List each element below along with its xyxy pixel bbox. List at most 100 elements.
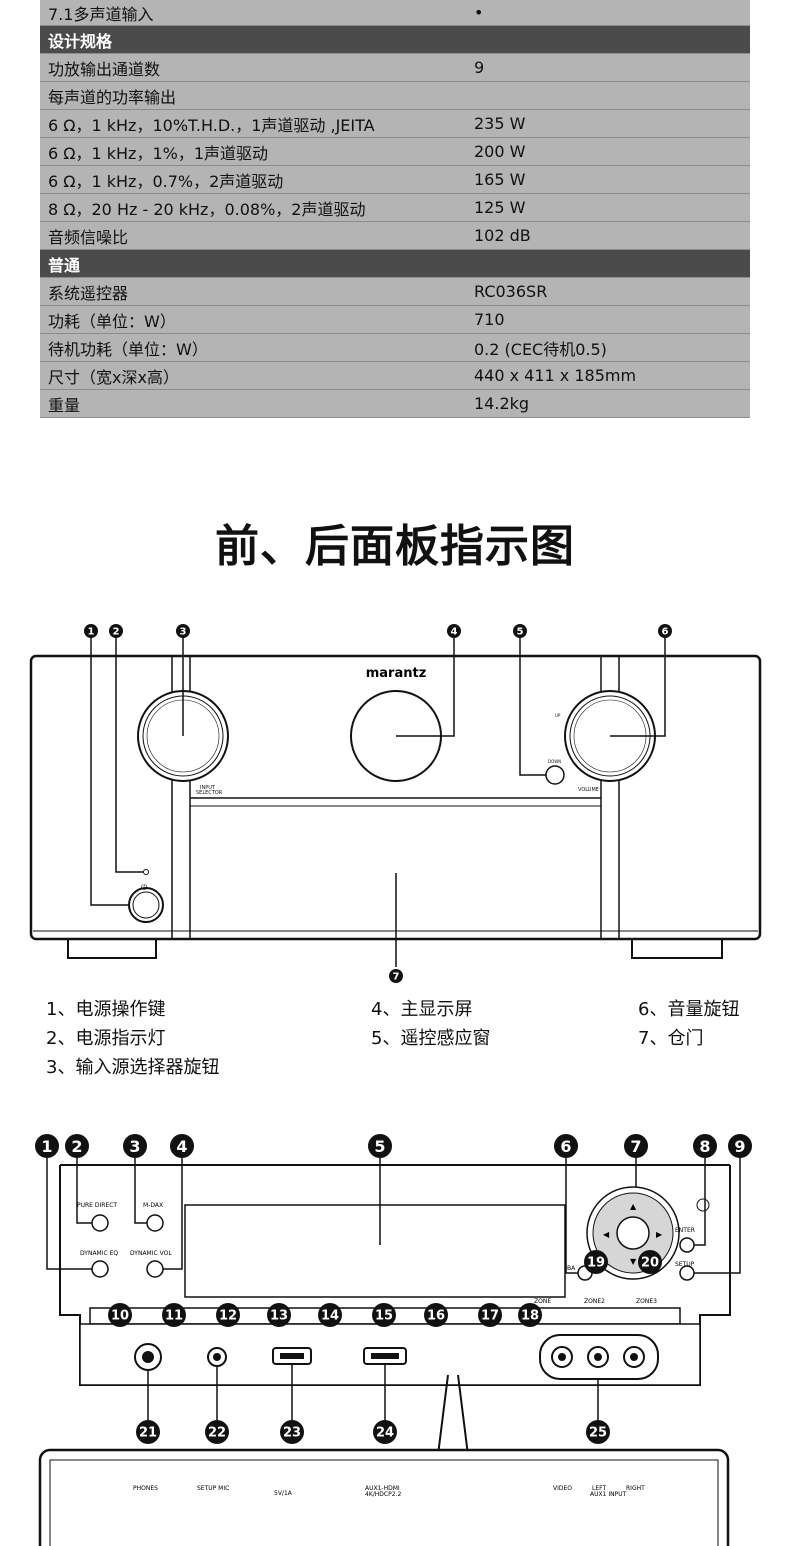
spec-label: 6 Ω，1 kHz，0.7%，2声道驱动	[48, 171, 284, 191]
legend-item: 5、遥控感应窗	[371, 1028, 491, 1049]
callout-number: 1	[35, 1134, 59, 1158]
video-label: VIDEO	[553, 1485, 572, 1492]
svg-text:13: 13	[270, 1309, 288, 1324]
power-icon: ⏻	[141, 883, 148, 892]
svg-text:10: 10	[111, 1309, 129, 1324]
spec-label: 6 Ω，1 kHz，10%T.H.D.，1声道驱动 ,JEITA	[48, 115, 375, 135]
input-selector-label: INPUT	[200, 785, 216, 791]
callout-number: 1	[84, 624, 98, 638]
spec-value: RC036SR	[474, 282, 548, 301]
pure-direct-button[interactable]	[91, 1214, 109, 1232]
dynamic-vol-button[interactable]	[146, 1260, 164, 1278]
svg-text:4: 4	[176, 1137, 187, 1156]
spec-value: 200 W	[474, 142, 526, 161]
svg-text:2: 2	[113, 627, 120, 638]
setup-mic-label: SETUP MIC	[197, 1485, 229, 1492]
setup-button[interactable]	[679, 1265, 695, 1281]
spec-row: 每声道的功率输出	[40, 82, 750, 110]
phones-label: PHONES	[133, 1485, 158, 1492]
spec-value: 165 W	[474, 170, 526, 189]
svg-text:12: 12	[219, 1309, 237, 1324]
svg-text:3: 3	[129, 1137, 140, 1156]
callout-number: 6	[554, 1134, 578, 1158]
spec-table: 7.1多声道输入 • 设计规格功放输出通道数 9 每声道的功率输出 6 Ω，1 kHz，1…	[40, 0, 750, 418]
hdmi-label: AUX1-HDMI	[365, 1485, 400, 1492]
callout-number: 5	[368, 1134, 392, 1158]
svg-text:21: 21	[139, 1426, 157, 1441]
svg-text:18: 18	[521, 1309, 539, 1324]
setup-mic-jack[interactable]	[207, 1347, 227, 1367]
zone2-label: ZONE2	[584, 1298, 605, 1305]
m-dax-button[interactable]	[146, 1214, 164, 1232]
svg-text:7: 7	[630, 1137, 641, 1156]
usb-port[interactable]	[272, 1347, 312, 1365]
down-label: DOWN	[548, 759, 561, 764]
callout-number: 14	[318, 1303, 342, 1327]
power-indicator	[143, 869, 149, 875]
zone3-label: ZONE3	[636, 1298, 657, 1305]
spec-label: 7.1多声道输入	[48, 4, 154, 24]
spec-label: 系统遥控器	[48, 283, 129, 303]
spec-row: 功放输出通道数 9	[40, 54, 750, 82]
right-label: RIGHT	[626, 1485, 645, 1492]
svg-text:15: 15	[375, 1309, 393, 1324]
callout-number: 9	[728, 1134, 752, 1158]
svg-text:19: 19	[587, 1256, 605, 1271]
aux-input-jacks[interactable]	[539, 1334, 659, 1380]
callout-number: 3	[123, 1134, 147, 1158]
aux1-input-label: AUX1 INPUT	[590, 1491, 627, 1498]
callout-number: 20	[638, 1250, 662, 1274]
left-label: LEFT	[592, 1485, 606, 1492]
svg-text:14: 14	[321, 1309, 339, 1324]
svg-text:23: 23	[283, 1426, 301, 1441]
hdmi-port[interactable]	[363, 1347, 407, 1365]
callout-number: 2	[109, 624, 123, 638]
spec-value: 9	[474, 58, 485, 77]
callout-number: 22	[205, 1420, 229, 1444]
spec-value: •	[474, 3, 484, 22]
spec-label: 功耗（单位：W）	[48, 311, 176, 331]
svg-text:8: 8	[699, 1137, 710, 1156]
svg-text:7: 7	[393, 972, 400, 983]
callout-number: 19	[584, 1250, 608, 1274]
arrow-left-icon: ◀	[603, 1230, 610, 1239]
jack-label-strip	[38, 1448, 730, 1546]
callout-number: 8	[693, 1134, 717, 1158]
spec-label: 功放输出通道数	[48, 59, 161, 79]
svg-text:1: 1	[41, 1137, 52, 1156]
svg-text:25: 25	[589, 1426, 607, 1441]
spec-label: 尺寸（宽x深x高）	[48, 367, 179, 387]
spec-label: 设计规格	[48, 31, 113, 51]
zone-select-label: ZONE	[534, 1298, 551, 1305]
spec-row: 7.1多声道输入 •	[40, 0, 750, 26]
svg-text:5: 5	[517, 627, 524, 638]
callout-number: 18	[518, 1303, 542, 1327]
dynamic-eq-button[interactable]	[91, 1260, 109, 1278]
svg-text:16: 16	[427, 1309, 445, 1324]
detail-leaders	[46, 1158, 741, 1420]
spec-value: 14.2kg	[474, 394, 530, 413]
callout-number: 2	[65, 1134, 89, 1158]
front-panel-diagram: marantz INPUT SELECTOR VOLUME UP DOWN ⏻ …	[29, 624, 762, 983]
brand-logo: marantz	[366, 666, 427, 681]
svg-text:4: 4	[451, 627, 458, 638]
spec-value: 125 W	[474, 198, 526, 217]
dynamic-vol-label: DYNAMIC VOL	[130, 1250, 172, 1257]
power-button[interactable]	[128, 887, 164, 923]
spec-row: 功耗（单位：W）710	[40, 306, 750, 334]
enter-button[interactable]	[679, 1237, 695, 1253]
svg-text:2: 2	[71, 1137, 82, 1156]
callout-number: 24	[373, 1420, 397, 1444]
spec-label: 待机功耗（单位：W）	[48, 339, 208, 359]
arrow-down-icon: ▼	[630, 1257, 637, 1266]
callout-number: 6	[658, 624, 672, 638]
left-foot	[67, 937, 157, 959]
legend-item: 7、仓门	[638, 1028, 704, 1049]
spec-label: 每声道的功率输出	[48, 87, 177, 107]
phones-jack[interactable]	[134, 1343, 162, 1371]
